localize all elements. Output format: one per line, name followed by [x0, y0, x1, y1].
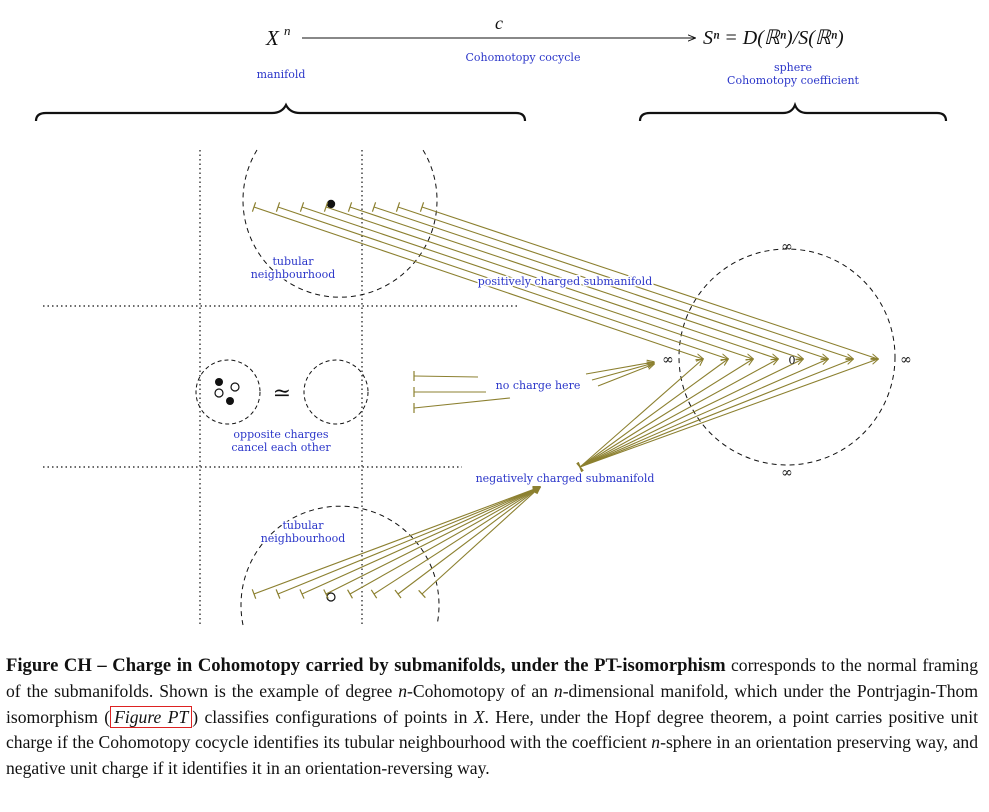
caption-text: -Cohomotopy of an [407, 680, 554, 701]
caption-dash: – [91, 655, 113, 676]
positive-submanifold-label: positively charged submanifold [478, 275, 653, 288]
negative-arrow [277, 487, 540, 595]
negative-point [214, 388, 224, 398]
coefficient-sphere [678, 248, 896, 466]
manifold-brace [34, 102, 527, 122]
negative-arrow [397, 487, 540, 595]
tubular-label-top-1: tubular [273, 255, 315, 268]
manifold-note: manifold [257, 68, 306, 81]
tubular-label-bottom-2: neighbourhood [261, 532, 346, 545]
figure-caption: Figure CH – Charge in Cohomotopy carried… [6, 653, 978, 782]
negative-arrow [373, 487, 540, 595]
caption-math-n: n [553, 680, 563, 701]
caption-text: ) classifies configurations of points in [192, 706, 474, 727]
infinity-label-bottom: ∞ [781, 465, 793, 481]
no-charge-arrow-bundle [413, 362, 654, 413]
figure-pt-link[interactable]: Figure PT [110, 705, 193, 728]
positive-arrow [421, 206, 878, 359]
positive-arrow-tail [371, 202, 377, 212]
caption-text: -dimensional manifold, which under the P… [6, 680, 979, 727]
negative-arrow-to-sphere [579, 359, 728, 468]
negative-arrow-tail [275, 589, 281, 599]
homotopy-equivalence-symbol: ≃ [273, 381, 291, 406]
caption-text: . Here, under the Hopf degree theorem, a… [6, 706, 978, 753]
negative-arrow-to-sphere [579, 359, 778, 468]
negative-arrow [325, 487, 540, 595]
sphere-note: sphere [774, 61, 812, 74]
negative-arrow-tail [394, 589, 402, 599]
coefficient-note: Cohomotopy coefficient [727, 74, 859, 87]
no-charge-label: no charge here [496, 379, 581, 392]
positive-arrow [253, 206, 703, 359]
origin-zero-label: 0 [789, 354, 796, 367]
empty-disk [303, 359, 369, 425]
negative-arrow-to-sphere [579, 359, 828, 468]
negative-arrow [253, 487, 540, 595]
negative-charge-point [326, 592, 336, 602]
positive-point [215, 378, 223, 386]
negative-arrow [349, 487, 540, 595]
infinity-label-top: ∞ [781, 239, 793, 255]
negative-arrow-to-sphere [579, 359, 803, 468]
source-space-label: X [265, 26, 280, 50]
positive-arrow-bundle [251, 202, 878, 359]
negative-arrow-to-sphere-tail [577, 462, 583, 472]
negative-arrow-tail [323, 589, 329, 599]
negative-arrow [421, 487, 540, 595]
negative-arrow-tail [299, 589, 305, 599]
caption-math-x: X [473, 706, 485, 727]
caption-math-n: n [651, 732, 661, 753]
positive-arrow [277, 206, 728, 359]
tubular-label-bottom-1: tubular [283, 519, 325, 532]
charged-points-disk [195, 359, 261, 425]
caption-text: -sphere in an orientation preserving way… [6, 732, 978, 779]
positive-arrow-tail [419, 202, 425, 212]
caption-figure-id: Figure CH [6, 655, 92, 676]
sphere-brace [638, 101, 948, 122]
caption-title: Charge in Cohomotopy carried by submanif… [112, 655, 726, 676]
negative-submanifold-label: negatively charged submanifold [476, 472, 655, 485]
cocycle-note: Cohomotopy cocycle [466, 51, 581, 64]
positive-charge-point [326, 199, 336, 209]
tubular-neighbourhood-top [242, 149, 438, 298]
opposite-charges-label-2: cancel each other [231, 441, 331, 454]
negative-arrow-tail [370, 589, 378, 599]
source-exponent: n [284, 23, 291, 38]
negative-point [230, 382, 240, 392]
negative-arrow-to-sphere [579, 359, 753, 468]
positive-point [226, 397, 234, 405]
tubular-neighbourhood-bottom [240, 505, 440, 626]
infinity-label-left: ∞ [662, 352, 674, 368]
negative-arrow [301, 487, 540, 595]
infinity-label-right: ∞ [900, 352, 912, 368]
caption-text: corresponds to the normal framing of the… [6, 655, 979, 701]
positive-arrow-tail [323, 202, 329, 212]
tubular-label-top-2: neighbourhood [251, 268, 336, 281]
negative-arrow-to-sphere [579, 359, 878, 468]
positive-arrow [301, 206, 753, 359]
caption-math-n: n [398, 680, 408, 701]
cohomotopy-diagram: S^n --> X n c Sⁿ = D(ℝⁿ)/S(ℝⁿ) manifold … [34, 13, 948, 626]
positive-arrow-tail [299, 202, 305, 212]
negative-arrow-tail [418, 589, 426, 599]
negative-arrow-to-sphere [579, 359, 703, 468]
positive-arrow [325, 206, 778, 359]
positive-arrow [397, 206, 853, 359]
positive-arrow-tail [347, 202, 353, 212]
target-space-label: Sⁿ = D(ℝⁿ)/S(ℝⁿ) [703, 27, 844, 49]
negative-arrow-tail [251, 589, 257, 599]
negative-arrow-tail [347, 589, 353, 599]
negative-arrow-to-sphere [579, 359, 853, 468]
positive-arrow-tail [395, 202, 401, 212]
cocycle-label: c [495, 13, 503, 33]
positive-arrow-tail [275, 202, 281, 212]
negative-arrow-bundle [251, 359, 878, 599]
positive-arrow-tail [251, 202, 257, 212]
positive-arrow [349, 206, 803, 359]
opposite-charges-label-1: opposite charges [233, 428, 329, 441]
positive-arrow [373, 206, 828, 359]
